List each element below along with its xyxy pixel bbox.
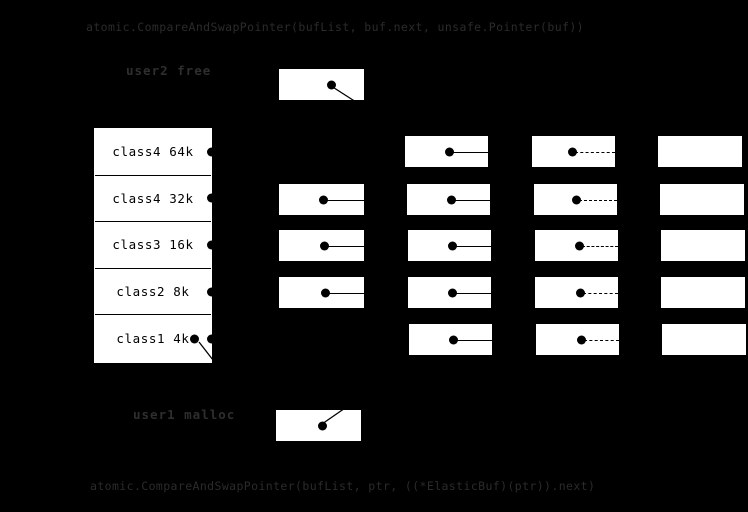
- buffer-node-box[interactable]: [662, 324, 746, 355]
- node-next-link: [456, 339, 492, 341]
- size-class-label: class2 8k: [116, 284, 190, 300]
- node-next-pointer-dot: [321, 288, 330, 297]
- node-next-link: [455, 292, 491, 294]
- size-class-label: class4 64k: [112, 144, 194, 160]
- buffer-node-box[interactable]: [534, 184, 617, 215]
- buffer-node-box[interactable]: [535, 277, 618, 308]
- node-next-link-dashed: [575, 151, 615, 153]
- free-source-node-box[interactable]: [279, 69, 364, 100]
- buffer-node-box[interactable]: [661, 277, 745, 308]
- size-class-label: class1 4k: [116, 331, 190, 347]
- node-next-link-dashed: [579, 199, 617, 201]
- buffer-node-box[interactable]: [535, 230, 618, 261]
- size-class-row[interactable]: class4 64k: [95, 129, 216, 176]
- node-next-pointer-dot: [575, 241, 584, 250]
- buffer-node-box[interactable]: [409, 324, 492, 355]
- node-next-pointer-dot: [449, 335, 458, 344]
- size-class-label: class4 32k: [112, 190, 194, 206]
- buffer-node-box[interactable]: [279, 184, 364, 215]
- node-next-link: [328, 292, 364, 294]
- node-next-pointer-dot: [576, 288, 585, 297]
- size-class-row[interactable]: class1 4k: [95, 315, 216, 362]
- buffer-node-box[interactable]: [407, 184, 490, 215]
- node-next-link-dashed: [582, 245, 618, 247]
- node-next-link: [326, 199, 364, 201]
- buffer-node-box[interactable]: [408, 230, 491, 261]
- cas-pop-annotation: atomic.CompareAndSwapPointer(bufList, pt…: [90, 479, 596, 493]
- node-next-pointer-dot: [577, 335, 586, 344]
- class-head-pointer-dot: [207, 287, 216, 297]
- size-class-row[interactable]: class4 32k: [95, 175, 216, 223]
- node-next-pointer-dot: [318, 421, 327, 430]
- node-next-link: [327, 245, 364, 247]
- node-next-pointer-dot: [320, 241, 329, 250]
- user2-free-label: user2 free: [126, 63, 212, 78]
- node-next-link: [455, 245, 491, 247]
- buffer-node-box[interactable]: [536, 324, 619, 355]
- node-next-pointer-dot: [319, 195, 328, 204]
- node-next-link-dashed: [584, 339, 619, 341]
- size-class-column: class4 64k class4 32k class3 16k class2 8k c…: [94, 128, 216, 363]
- buffer-node-box[interactable]: [408, 277, 491, 308]
- buffer-node-box[interactable]: [660, 184, 744, 215]
- class-inner-pointer-dot: [190, 334, 199, 344]
- node-next-pointer-dot: [327, 80, 336, 89]
- size-class-row[interactable]: class2 8k: [95, 268, 216, 316]
- node-next-link: [454, 199, 490, 201]
- buffer-node-box[interactable]: [661, 230, 745, 261]
- class-head-pointer-dot: [207, 334, 216, 344]
- buffer-node-box[interactable]: [532, 136, 615, 167]
- node-next-pointer-dot: [448, 288, 457, 297]
- size-class-label: class3 16k: [112, 237, 194, 253]
- cas-push-annotation: atomic.CompareAndSwapPointer(bufList, bu…: [86, 20, 585, 34]
- node-next-pointer-dot: [447, 195, 456, 204]
- buffer-node-box[interactable]: [405, 136, 488, 167]
- buffer-node-box[interactable]: [279, 277, 364, 308]
- node-next-pointer-dot: [448, 241, 457, 250]
- node-next-link: [452, 151, 488, 153]
- node-next-link-dashed: [583, 292, 618, 294]
- malloc-target-node-box[interactable]: [276, 410, 361, 441]
- size-class-row[interactable]: class3 16k: [95, 222, 216, 269]
- buffer-node-box[interactable]: [658, 136, 742, 167]
- user1-malloc-label: user1 malloc: [133, 407, 236, 422]
- node-next-pointer-dot: [445, 147, 454, 156]
- class-head-pointer-dot: [207, 240, 216, 250]
- node-next-pointer-dot: [572, 195, 581, 204]
- node-next-pointer-dot: [568, 147, 577, 156]
- class-head-pointer-dot: [207, 147, 216, 157]
- buffer-node-box[interactable]: [279, 230, 364, 261]
- class-head-pointer-dot: [207, 193, 216, 203]
